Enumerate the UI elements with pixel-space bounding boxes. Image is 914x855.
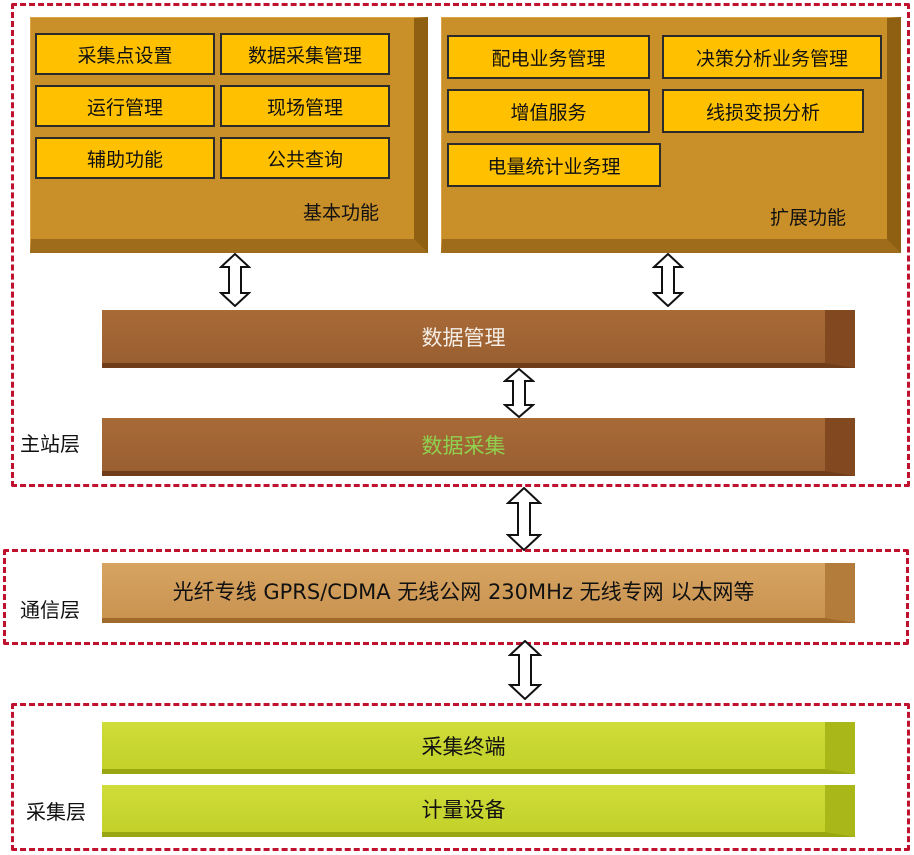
function-decision-analysis-management[interactable]: 决策分析业务管理 <box>662 35 882 79</box>
function-value-added-services[interactable]: 增值服务 <box>447 89 650 133</box>
metering-device-label: 计量设备 <box>421 797 506 822</box>
data-collection-bar: 数据采集 <box>102 418 855 476</box>
comm-layer-label: 通信层 <box>20 598 80 622</box>
data-collection-label: 数据采集 <box>421 433 506 458</box>
extended-functions-title: 扩展功能 <box>770 207 847 229</box>
double-arrow-vertical-icon <box>503 368 535 418</box>
double-arrow-vertical-icon <box>506 487 542 551</box>
collect-layer-label: 采集层 <box>26 800 86 824</box>
collect-layer-frame <box>11 703 910 851</box>
collection-terminal-label: 采集终端 <box>421 734 506 759</box>
function-distribution-business-management[interactable]: 配电业务管理 <box>447 35 650 79</box>
double-arrow-vertical-icon <box>219 253 251 307</box>
data-management-label: 数据管理 <box>421 325 506 350</box>
comm-channels-label: 光纤专线 GPRS/CDMA 无线公网 230MHz 无线专网 以太网等 <box>172 579 755 604</box>
function-line-loss-analysis[interactable]: 线损变损分析 <box>662 89 864 133</box>
function-collection-point-setup[interactable]: 采集点设置 <box>35 33 215 75</box>
collection-terminal-bar: 采集终端 <box>102 722 855 774</box>
function-public-query[interactable]: 公共查询 <box>220 137 390 179</box>
double-arrow-vertical-icon <box>508 640 542 700</box>
function-operation-management[interactable]: 运行管理 <box>35 85 215 127</box>
function-site-management[interactable]: 现场管理 <box>220 85 390 127</box>
function-data-collection-management[interactable]: 数据采集管理 <box>220 33 390 75</box>
function-auxiliary[interactable]: 辅助功能 <box>35 137 215 179</box>
master-layer-label: 主站层 <box>20 432 80 456</box>
double-arrow-vertical-icon <box>652 253 684 307</box>
data-management-bar: 数据管理 <box>102 310 855 368</box>
master-layer-frame <box>11 3 910 487</box>
metering-device-bar: 计量设备 <box>102 785 855 837</box>
comm-channels-bar: 光纤专线 GPRS/CDMA 无线公网 230MHz 无线专网 以太网等 <box>102 563 855 623</box>
comm-layer-frame <box>3 549 909 645</box>
function-energy-statistics[interactable]: 电量统计业务理 <box>447 143 661 187</box>
basic-functions-title: 基本功能 <box>303 202 380 224</box>
